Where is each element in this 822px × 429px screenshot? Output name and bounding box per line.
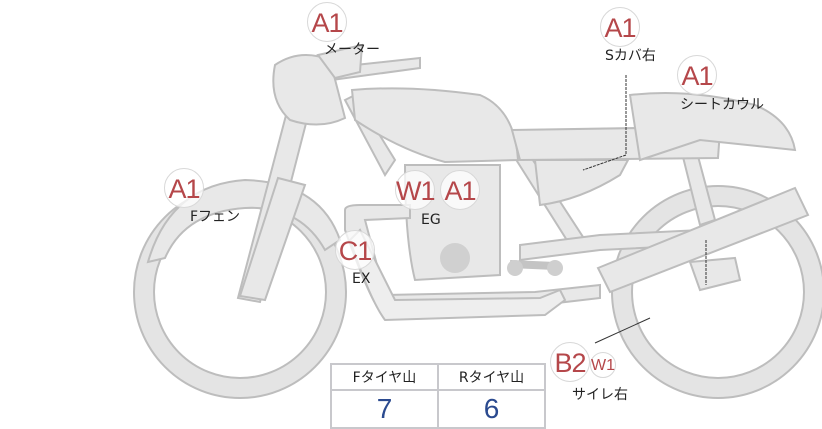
- front-tire-value: 7: [330, 389, 439, 429]
- side-cover-right: [533, 159, 630, 207]
- damage-code-badge: A1: [307, 2, 347, 42]
- damage-code-badge: A1: [677, 55, 717, 95]
- tire-tread-table: Fタイヤ山 Rタイヤ山 7 6: [330, 363, 546, 429]
- fuel-tank: [350, 87, 520, 164]
- damage-code-badge-small: W1: [590, 352, 616, 378]
- part-label-exhaust: EX: [352, 271, 371, 287]
- seat-cowl: [628, 92, 797, 162]
- leader-silencer-2: [594, 317, 651, 344]
- rear-tire-value: 6: [437, 389, 546, 429]
- damage-code-badge: C1: [335, 230, 375, 270]
- headlight: [272, 54, 347, 126]
- leader-s-cover: [582, 75, 627, 171]
- part-label-meter: メーター: [324, 42, 380, 58]
- part-label-front-fender: Fフェン: [190, 209, 241, 225]
- rear-tire-header: Rタイヤ山: [437, 363, 546, 391]
- part-label-engine: EG: [421, 212, 441, 228]
- meter: [316, 43, 364, 80]
- front-tire-header: Fタイヤ山: [330, 363, 439, 391]
- part-label-seat-cowl: シートカウル: [680, 97, 764, 113]
- rear-wheel: [612, 186, 822, 398]
- damage-code-badge: A1: [600, 7, 640, 47]
- silencer: [596, 186, 810, 294]
- damage-code-badge: B2: [550, 342, 590, 382]
- part-label-s-cover-right: Sカバ右: [605, 48, 656, 64]
- part-label-silencer-right: サイレ右: [572, 387, 628, 403]
- damage-code-badge: A1: [164, 168, 204, 208]
- damage-code-badge: W1: [395, 170, 436, 210]
- damage-code-badge: A1: [440, 170, 480, 210]
